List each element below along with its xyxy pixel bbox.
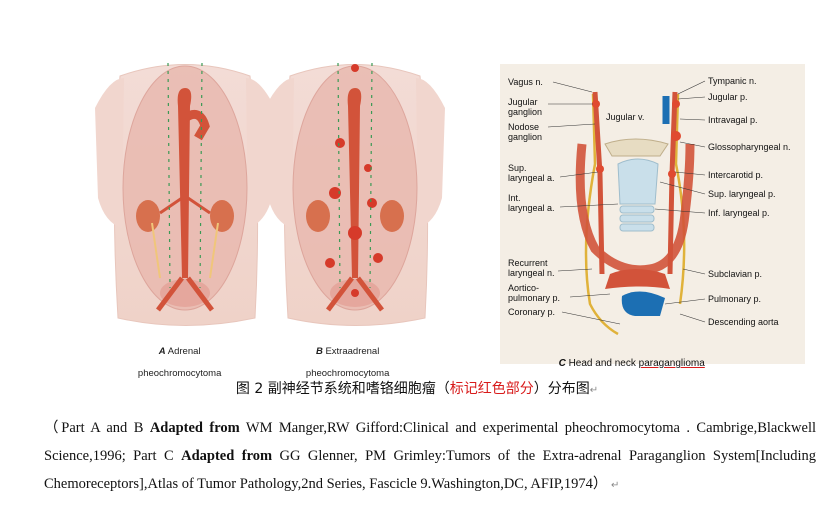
panel-c-title: C Head and neck paraganglioma xyxy=(553,347,705,369)
neck-diagram xyxy=(547,80,706,336)
panel-a-line2: pheochromocytoma xyxy=(137,368,222,379)
label-intravagal-p: Intravagal p. xyxy=(708,115,758,125)
label-coronary-p: Coronary p. xyxy=(508,307,556,317)
label-intercarotid-p: Intercarotid p. xyxy=(708,170,764,180)
panel-a-word: Adrenal xyxy=(167,346,201,357)
panel-c-title-text: Head and neck xyxy=(568,358,636,369)
caption-suffix: ）分布图 xyxy=(533,381,590,397)
source-part2: WM Manger,RW Gifford:Clinical and experi… xyxy=(44,420,817,464)
source-part1: （Part A and B xyxy=(44,420,150,436)
label-descending-aorta: Descending aorta xyxy=(708,317,779,327)
label-aortico-pulmonary-p: Aortico- pulmonary p. xyxy=(508,283,561,303)
label-nodose-ganglion: Nodose ganglion xyxy=(508,122,543,142)
source-part3: GG Glenner, PM Grimley:Tumors of the Ext… xyxy=(44,448,817,492)
caption-highlight: 标记红色部分 xyxy=(449,381,534,397)
panel-c-title-highlight: paraganglioma xyxy=(638,358,705,369)
label-subclavian-p: Subclavian p. xyxy=(708,269,763,279)
label-sup-laryngeal-p: Sup. laryngeal p. xyxy=(708,189,776,199)
source-bold1: Adapted from xyxy=(149,420,240,436)
caption-prefix: 图 2 副神经节系统和嗜铬细胞瘤（ xyxy=(235,381,450,397)
label-int-laryngeal-a: Int. laryngeal a. xyxy=(508,193,555,213)
panel-a-caption: A Adrenal pheochromocytoma xyxy=(122,335,232,379)
panel-b-letter: B xyxy=(315,346,323,357)
return-mark-icon: ↵ xyxy=(589,385,599,396)
label-jugular-v: Jugular v. xyxy=(606,112,645,122)
source-bold2: Adapted from xyxy=(181,448,273,464)
figure-caption: 图 2 副神经节系统和嗜铬细胞瘤（标记红色部分）分布图↵ xyxy=(0,378,834,398)
torso-a xyxy=(95,62,275,326)
label-inf-laryngeal-p: Inf. laryngeal p. xyxy=(708,208,770,218)
label-jugular-ganglion: Jugular ganglion xyxy=(508,97,543,117)
return-mark-icon-2: ↵ xyxy=(611,480,620,491)
label-sup-laryngeal-a: Sup. laryngeal a. xyxy=(508,163,555,183)
label-jugular-p: Jugular p. xyxy=(708,92,748,102)
panel-a-letter: A xyxy=(158,346,166,357)
source-note: （Part A and B Adapted from WM Manger,RW … xyxy=(44,414,816,500)
label-pulmonary-p: Pulmonary p. xyxy=(708,294,762,304)
torso-figures xyxy=(95,62,445,326)
label-tympanic-n: Tympanic n. xyxy=(708,76,757,86)
panel-c-letter: C xyxy=(558,358,566,369)
panel-b-word: Extraadrenal xyxy=(325,346,380,357)
label-vagus-n: Vagus n. xyxy=(508,77,543,87)
label-recurrent-laryngeal-n: Recurrent laryngeal n. xyxy=(508,258,555,278)
panel-b-line2: pheochromocytoma xyxy=(305,368,390,379)
torso-b xyxy=(265,62,445,326)
label-glossopharyngeal-n: Glossopharyngeal n. xyxy=(708,142,791,152)
panel-b-caption: B Extraadrenal pheochromocytoma xyxy=(290,335,400,379)
